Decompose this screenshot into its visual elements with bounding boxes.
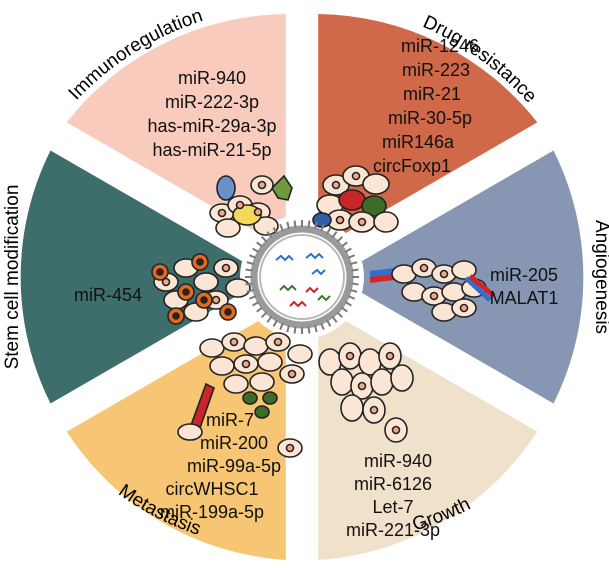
membrane-tick	[307, 220, 311, 228]
list-item: circWHSC1	[166, 479, 259, 499]
membrane-tick	[245, 282, 253, 286]
list-growth: miR-940 miR-6126 Let-7 miR-221-3p	[346, 451, 440, 540]
membrane-tick	[326, 227, 332, 235]
list-item: miR-7	[206, 410, 254, 430]
membrane-tick	[307, 326, 311, 334]
cell-cluster-angiogenesis-icon	[369, 258, 496, 322]
membrane-tick	[286, 325, 291, 333]
rna-strands-icon	[275, 252, 331, 308]
membrane-tick	[246, 288, 254, 293]
membrane-tick	[260, 235, 268, 243]
membrane-tick	[272, 319, 278, 327]
membrane-tick	[320, 322, 325, 331]
list-metastasis: miR-7 miR-200 miR-99a-5p circWHSC1 miR-1…	[160, 410, 281, 522]
list-angiogenesis: miR-205 MALAT1	[490, 265, 559, 308]
list-item: circFoxp1	[373, 156, 451, 176]
list-item: miR-30-5p	[388, 108, 472, 128]
list-item: has-miR-21-5p	[152, 140, 271, 160]
membrane-tick	[320, 223, 325, 232]
membrane-tick	[252, 247, 260, 253]
list-drug-resistance: miR-1246 miR-223 miR-21 miR-30-5p miR146…	[373, 36, 479, 176]
membrane-tick	[347, 254, 356, 259]
list-item: miR146a	[382, 132, 455, 152]
membrane-tick	[246, 261, 254, 266]
heading-stem-cell-modification: Stem cell modification	[2, 185, 23, 370]
membrane-tick	[341, 241, 348, 248]
membrane-tick	[351, 268, 359, 272]
membrane-tick	[336, 311, 344, 319]
membrane-tick	[341, 306, 348, 313]
membrane-tick	[350, 288, 358, 293]
membrane-tick	[293, 326, 297, 334]
membrane-tick	[313, 325, 318, 333]
exosome-vesicle-icon	[245, 220, 359, 334]
membrane-tick	[266, 231, 273, 238]
membrane-tick	[344, 301, 352, 307]
cell-cluster-stem-cell-icon	[151, 253, 251, 325]
heading-angiogenesis: Angiogenesis	[591, 220, 609, 334]
cell-cluster-growth-icon	[318, 342, 414, 443]
membrane-tick	[336, 235, 344, 243]
list-item: miR-940	[364, 451, 432, 471]
membrane-tick	[252, 301, 260, 307]
list-item: miR-223	[402, 60, 470, 80]
membrane-tick	[266, 316, 273, 323]
list-item: has-miR-29a-3p	[147, 116, 276, 136]
list-item: miR-1246	[401, 36, 479, 56]
list-item: miR-6126	[354, 474, 432, 494]
membrane-tick	[331, 316, 338, 323]
membrane-tick	[326, 319, 332, 327]
list-item: MALAT1	[490, 288, 559, 308]
list-item: miR-200	[200, 433, 268, 453]
list-item: miR-199a-5p	[160, 502, 264, 522]
list-item: miR-205	[490, 265, 558, 285]
membrane-tick	[350, 261, 358, 266]
list-item: miR-454	[74, 285, 142, 305]
membrane-tick	[260, 311, 268, 319]
membrane-tick	[286, 221, 291, 229]
membrane-tick	[351, 282, 359, 286]
membrane-tick	[313, 221, 318, 229]
membrane-tick	[279, 322, 284, 331]
list-item: miR-222-3p	[165, 92, 259, 112]
cell-cluster-metastasis-icon	[177, 332, 313, 458]
list-item: miR-940	[178, 68, 246, 88]
membrane-tick	[331, 231, 338, 238]
membrane-tick	[245, 268, 253, 272]
list-item: miR-99a-5p	[187, 456, 281, 476]
membrane-tick	[256, 241, 263, 248]
membrane-tick	[248, 295, 257, 300]
list-item: miR-21	[403, 84, 461, 104]
membrane-tick	[279, 223, 284, 232]
membrane-tick	[293, 220, 297, 228]
membrane-tick	[256, 306, 263, 313]
list-stem-cell: miR-454	[74, 285, 142, 305]
cell-cluster-immunoregulation-icon	[209, 174, 293, 238]
segment-stem-cell-modification	[20, 150, 270, 404]
membrane-tick	[272, 227, 278, 235]
cell-cluster-drug-resistance-icon	[312, 165, 399, 233]
membrane-tick	[248, 254, 257, 259]
membrane-tick	[344, 247, 352, 253]
list-item: Let-7	[372, 497, 413, 517]
membrane-tick	[347, 295, 356, 300]
list-item: miR-221-3p	[346, 520, 440, 540]
list-immunoregulation: miR-940 miR-222-3p has-miR-29a-3p has-mi…	[147, 68, 276, 160]
